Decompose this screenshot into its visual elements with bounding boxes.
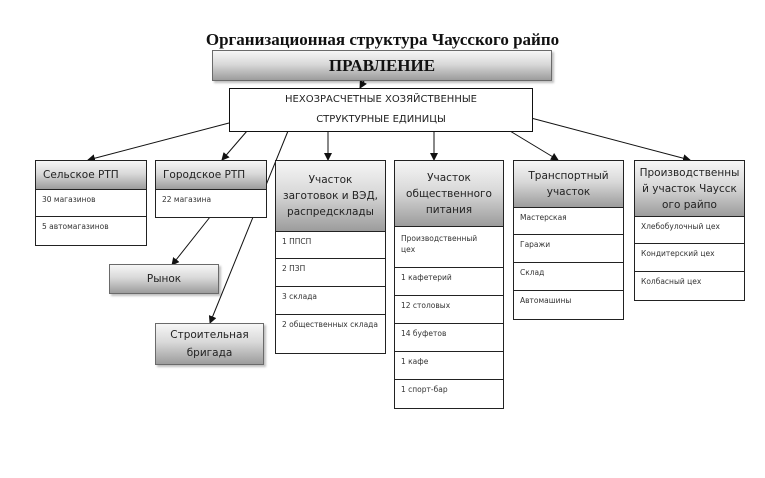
list-item: 3 склада	[276, 287, 385, 315]
list-item: Гаражи	[514, 235, 623, 263]
list-item: Кондитерский цех	[635, 244, 744, 272]
list-item: 2 ПЗП	[276, 259, 385, 287]
list-item: 22 магазина	[156, 189, 266, 217]
list-item: 1 ППСП	[276, 231, 385, 259]
diagram-title: Организационная структура Чаусского райп…	[205, 30, 560, 49]
list-item: 5 автомагазинов	[42, 222, 109, 231]
arrow-to-market	[171, 216, 211, 266]
list-item: 1 кафетерий	[395, 268, 503, 296]
board-label: ПРАВЛЕНИЕ	[328, 55, 436, 75]
column-transport: Транспортный участок Мастерская Гаражи С…	[513, 160, 624, 320]
list-item: 1 кафе	[395, 352, 503, 380]
column-procurement: Участок заготовок и ВЭД, распредсклады 1…	[275, 160, 386, 354]
market-box: Рынок	[109, 264, 219, 294]
arrow-to-city-rtp	[221, 130, 248, 161]
column-catering: Участок общественного питания Производст…	[394, 160, 504, 409]
construction-brigade-box: Строительная бригада	[155, 323, 264, 365]
column-header: Городское РТП	[156, 161, 266, 189]
column-header: Транспортный участок	[514, 161, 623, 207]
column-city-rtp: Городское РТП 22 магазина	[155, 160, 267, 218]
column-production: Производственный участок Чаусского райпо…	[634, 160, 745, 301]
list-item: 1 спорт-бар	[401, 385, 448, 394]
column-header: Производственный участок Чаусского райпо	[635, 161, 744, 216]
construction-label: Строительная бригада	[170, 329, 249, 359]
arrow-to-transport	[509, 130, 559, 161]
list-item: Автомашины	[520, 296, 572, 305]
units-line-2: СТРУКТУРНЫЕ ЕДИНИЦЫ	[316, 114, 446, 125]
arrow-to-production	[530, 117, 691, 163]
column-header: Участок заготовок и ВЭД, распредсклады	[276, 161, 385, 231]
list-item: 2 общественных склада	[282, 320, 378, 329]
column-header: Участок общественного питания	[395, 161, 503, 226]
list-item: 30 магазинов	[36, 189, 146, 217]
list-item: Хлебобулочный цех	[635, 216, 744, 244]
board-box: ПРАВЛЕНИЕ	[212, 50, 552, 81]
list-item: Производственный цех	[395, 226, 503, 268]
arrow-to-rural-rtp	[87, 122, 230, 163]
list-item: 12 столовых	[395, 296, 503, 324]
column-rural-rtp: Сельское РТП 30 магазинов 5 автомагазино…	[35, 160, 147, 246]
market-label: Рынок	[146, 273, 182, 285]
list-item: Мастерская	[514, 207, 623, 235]
list-item: Колбасный цех	[641, 277, 702, 286]
column-header: Сельское РТП	[36, 161, 146, 189]
non-commercial-units-box: НЕХОЗРАСЧЕТНЫЕ ХОЗЯЙСТВЕННЫЕ СТРУКТУРНЫЕ…	[229, 88, 533, 132]
list-item: Склад	[514, 263, 623, 291]
units-line-1: НЕХОЗРАСЧЕТНЫЕ ХОЗЯЙСТВЕННЫЕ	[285, 94, 477, 105]
list-item: 14 буфетов	[395, 324, 503, 352]
